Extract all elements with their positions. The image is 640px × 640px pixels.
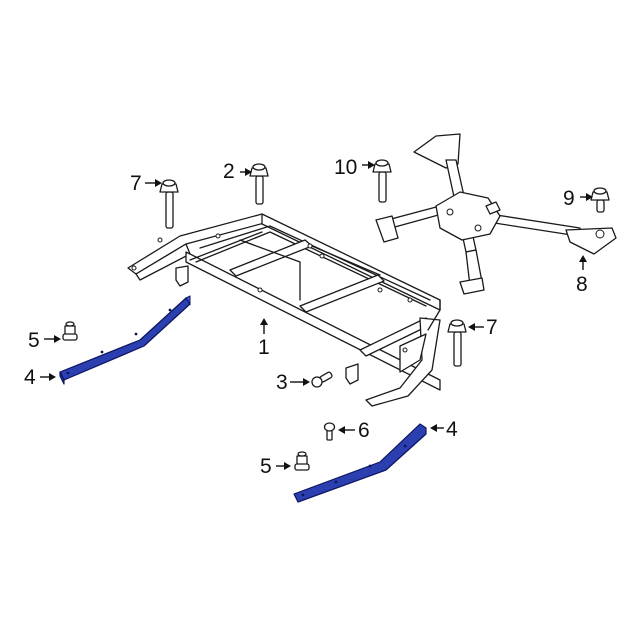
leader-arrows bbox=[40, 161, 593, 470]
bolt-10-icon bbox=[372, 159, 392, 203]
callout-4b: 4 bbox=[446, 418, 458, 441]
callout-5a: 5 bbox=[28, 329, 40, 352]
callout-7b: 7 bbox=[486, 316, 498, 339]
insulator-strip-4b-icon bbox=[293, 423, 427, 503]
insulator-strip-4a-icon bbox=[59, 295, 191, 385]
nut-5b-icon bbox=[294, 451, 310, 471]
bolt-2-icon bbox=[249, 163, 269, 205]
bolt-6-icon bbox=[323, 422, 336, 441]
bolt-7b-icon bbox=[447, 319, 467, 367]
skid-frame-icon bbox=[127, 213, 441, 407]
callout-2: 2 bbox=[223, 160, 235, 183]
x-brace-icon bbox=[375, 133, 617, 295]
callout-3: 3 bbox=[276, 371, 288, 394]
bolt-3-icon bbox=[311, 371, 333, 388]
nut-5a-icon bbox=[62, 321, 78, 341]
callout-7a: 7 bbox=[130, 172, 142, 195]
bolt-9-icon bbox=[590, 187, 610, 213]
callout-10: 10 bbox=[334, 156, 358, 179]
callout-4a: 4 bbox=[24, 366, 36, 389]
bolt-7a-icon bbox=[159, 179, 179, 229]
callout-8: 8 bbox=[576, 273, 588, 296]
callout-6: 6 bbox=[358, 419, 370, 442]
callout-9: 9 bbox=[563, 187, 575, 210]
callout-1: 1 bbox=[258, 336, 270, 359]
callout-5b: 5 bbox=[260, 455, 272, 478]
